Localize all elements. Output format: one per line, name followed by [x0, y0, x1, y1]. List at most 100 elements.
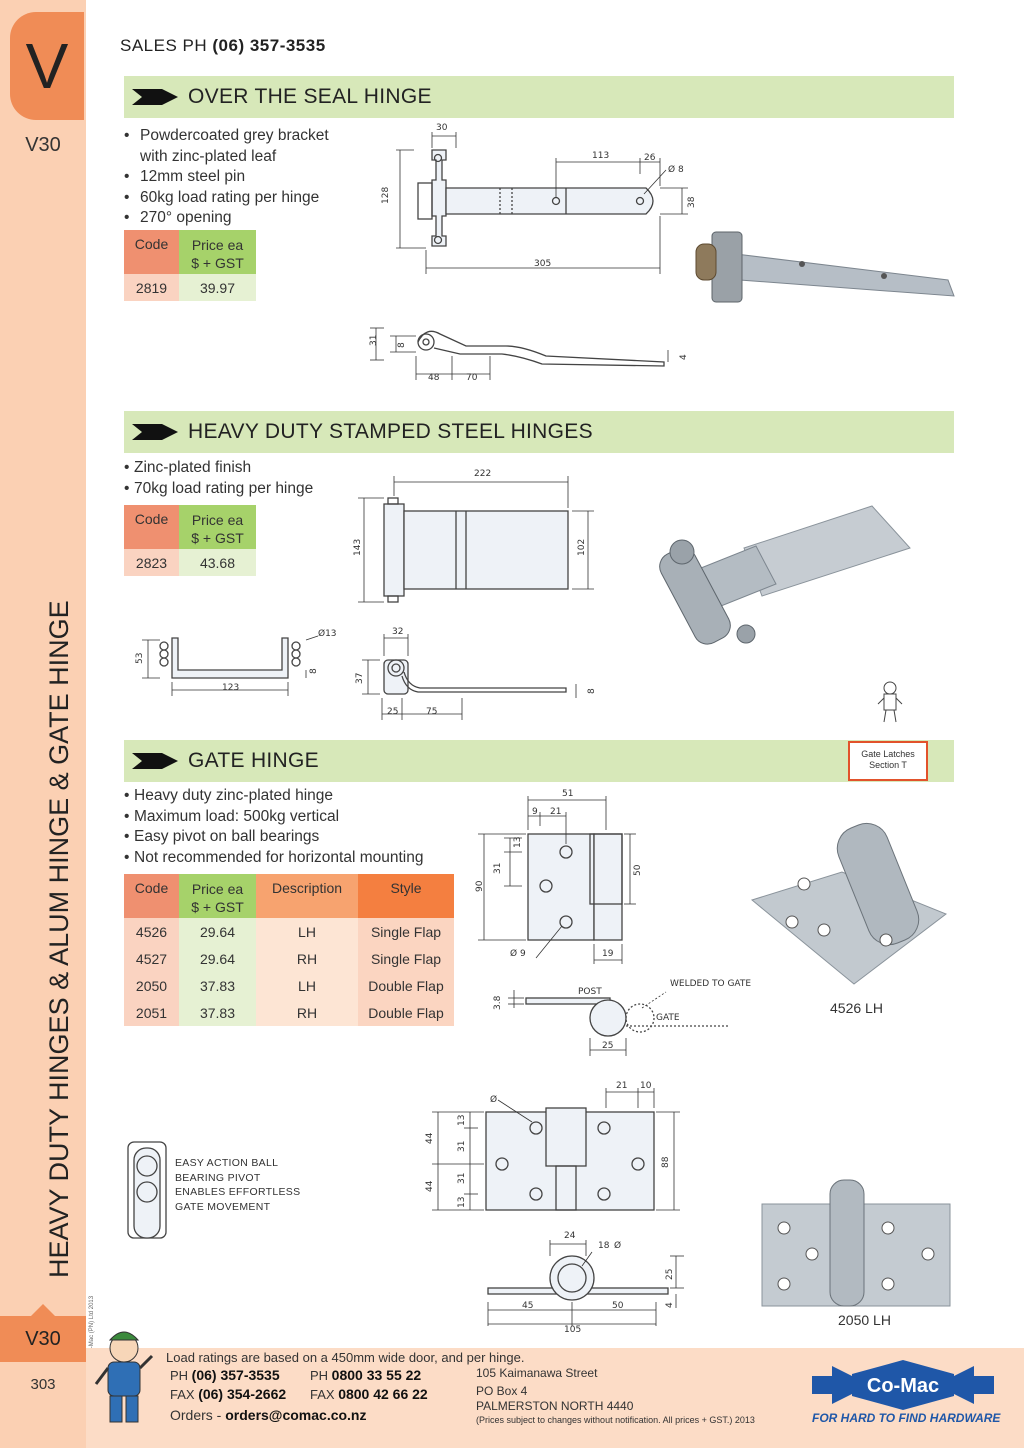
cell-code: 4527: [124, 945, 179, 972]
cell-description: LH: [256, 972, 358, 999]
section-code-top: V30: [25, 134, 61, 156]
ball-bearing-note: EASY ACTION BALL BEARING PIVOT ENABLES E…: [175, 1156, 300, 1214]
dimension-label: 13: [513, 837, 523, 848]
list-item-text: 70kg load rating per hinge: [134, 479, 314, 497]
gate-hinge-plan-drawing: POST WELDED TO GATE GATE 3.8 25: [493, 979, 751, 1056]
cell-description: RH: [256, 999, 358, 1026]
feature-list: •Zinc-plated finish •70kg load rating pe…: [124, 458, 384, 499]
cell-price: 39.97: [179, 274, 256, 301]
fax-number: 0800 42 66 22: [338, 1386, 428, 1402]
cell-price: 29.64: [179, 918, 256, 945]
dimension-label: 222: [474, 469, 491, 479]
dimension-label: 143: [353, 539, 363, 556]
note-line: ENABLES EFFORTLESS: [175, 1186, 301, 1198]
dimension-label: WELDED TO GATE: [670, 979, 751, 989]
fax-label: FAX: [170, 1387, 199, 1402]
dimension-label: 25: [387, 707, 398, 717]
dimension-label: 37: [355, 673, 365, 684]
dimension-label: 123: [222, 683, 239, 693]
dimension-label: 53: [135, 653, 145, 664]
sidebar: [0, 0, 86, 1448]
dimension-label: 102: [577, 539, 587, 556]
dimension-label: 21: [550, 807, 561, 817]
section-letter: V: [25, 30, 69, 102]
orders-email-link[interactable]: orders@comac.co.nz: [225, 1407, 367, 1423]
dimension-label: 8: [397, 342, 407, 348]
dimension-label: 4: [665, 1302, 675, 1308]
page-number: 303: [30, 1376, 56, 1393]
cell-style: Double Flap: [358, 999, 454, 1026]
price-table: Code Price ea $ + GST 2823 43.68: [124, 505, 256, 576]
freefax-line: FAX 0800 42 66 22: [310, 1386, 428, 1402]
dimension-label: POST: [578, 987, 602, 997]
list-item: •Heavy duty zinc-plated hinge: [124, 786, 464, 807]
dimension-label: 44: [425, 1132, 435, 1144]
over-seal-hinge-photo: [695, 231, 955, 303]
gate-hinge-4526-photo: [750, 822, 948, 985]
dimension-label: 31: [457, 1173, 467, 1184]
over-seal-hinge-side-drawing: 31 8 48 70 4: [369, 327, 689, 383]
cell-description: RH: [256, 945, 358, 972]
price-table: Code Price ea $ + GST 2819 39.97: [124, 230, 256, 301]
gate-hinge-single-drawing: 51 9 21 13 31 90 50 Ø 9 19: [475, 789, 643, 964]
tag-line: Section T: [869, 760, 907, 770]
dimension-label: 48: [428, 373, 440, 383]
gate-hinge-double-drawing: 21 10 Ø 44 13 31 44 31 13 88: [425, 1081, 680, 1211]
table-row: 2819 39.97: [124, 274, 256, 301]
column-header-description: Description: [256, 874, 358, 918]
mascot-small-icon: [877, 681, 903, 723]
dimension-label: Ø 9: [510, 948, 526, 959]
fax-line: FAX (06) 354-2662: [170, 1386, 286, 1402]
list-item: •Not recommended for horizontal mounting: [124, 848, 464, 869]
section-header-gate-hinge: GATE HINGE: [124, 740, 954, 782]
list-item-text: Not recommended for horizontal mounting: [134, 848, 424, 866]
list-item: •Zinc-plated finish: [124, 458, 384, 479]
dimension-label: 38: [687, 196, 697, 208]
column-header-price: Price ea $ + GST: [179, 230, 256, 274]
dimension-label: 8: [309, 668, 319, 674]
list-item-text: Powdercoated grey bracket with zinc-plat…: [140, 127, 329, 165]
over-seal-hinge-plan-drawing: 30 113 26 Ø 8 128 38 305: [381, 123, 697, 274]
mascot-icon: [94, 1331, 154, 1423]
dimension-label: 25: [665, 1269, 675, 1280]
gate-latches-reference-tag[interactable]: Gate Latches Section T: [848, 741, 928, 781]
dimension-label: 113: [592, 151, 609, 161]
dimension-label: 26: [644, 153, 656, 163]
dimension-label: 44: [425, 1180, 435, 1192]
phone-number: 0800 33 55 22: [331, 1367, 422, 1383]
photo-caption: 2050 LH: [838, 1312, 891, 1328]
table-header-row: Code Price ea $ + GST Description Style: [124, 874, 454, 918]
load-rating-note: Load ratings are based on a 450mm wide d…: [166, 1350, 525, 1365]
cell-code: 4526: [124, 918, 179, 945]
section-title: GATE HINGE: [188, 749, 319, 772]
dimension-label: 13: [457, 1197, 467, 1208]
dimension-label: 13: [457, 1115, 467, 1126]
list-item: •Powdercoated grey bracket with zinc-pla…: [124, 126, 354, 167]
photo-caption: 4526 LH: [830, 1000, 883, 1016]
column-header-price: Price ea $ + GST: [179, 505, 256, 549]
dimension-label: 305: [534, 259, 551, 269]
list-item: •Maximum load: 500kg vertical: [124, 807, 464, 828]
freephone-line: PH 0800 33 55 22: [310, 1367, 421, 1383]
table-row: 2823 43.68: [124, 549, 256, 576]
column-header-code: Code: [124, 874, 179, 918]
dimension-label: GATE: [656, 1013, 680, 1023]
fax-label: FAX: [310, 1387, 339, 1402]
dimension-label: 128: [381, 187, 391, 204]
section-code-bottom-label: V30: [25, 1327, 61, 1350]
vertical-page-title: HEAVY DUTY HINGES & ALUM HINGE & GATE HI…: [44, 600, 74, 1278]
dimension-label: 30: [436, 123, 448, 133]
table-row: 2050 37.83 LH Double Flap: [124, 972, 454, 999]
table-row: 4526 29.64 LH Single Flap: [124, 918, 454, 945]
note-line: EASY ACTION BALL: [175, 1157, 279, 1169]
stamped-hinge-photo: [659, 505, 911, 645]
dimension-label: Ø 8: [668, 164, 684, 175]
dimension-label: 31: [493, 863, 503, 874]
section-code-bottom: V30: [0, 1316, 86, 1362]
dimension-label: 45: [522, 1301, 533, 1311]
cell-style: Double Flap: [358, 972, 454, 999]
phone-label: PH: [170, 1368, 192, 1383]
dimension-label: Ø: [614, 1240, 621, 1251]
table-header-row: Code Price ea $ + GST: [124, 505, 256, 549]
list-item: •12mm steel pin: [124, 167, 354, 188]
